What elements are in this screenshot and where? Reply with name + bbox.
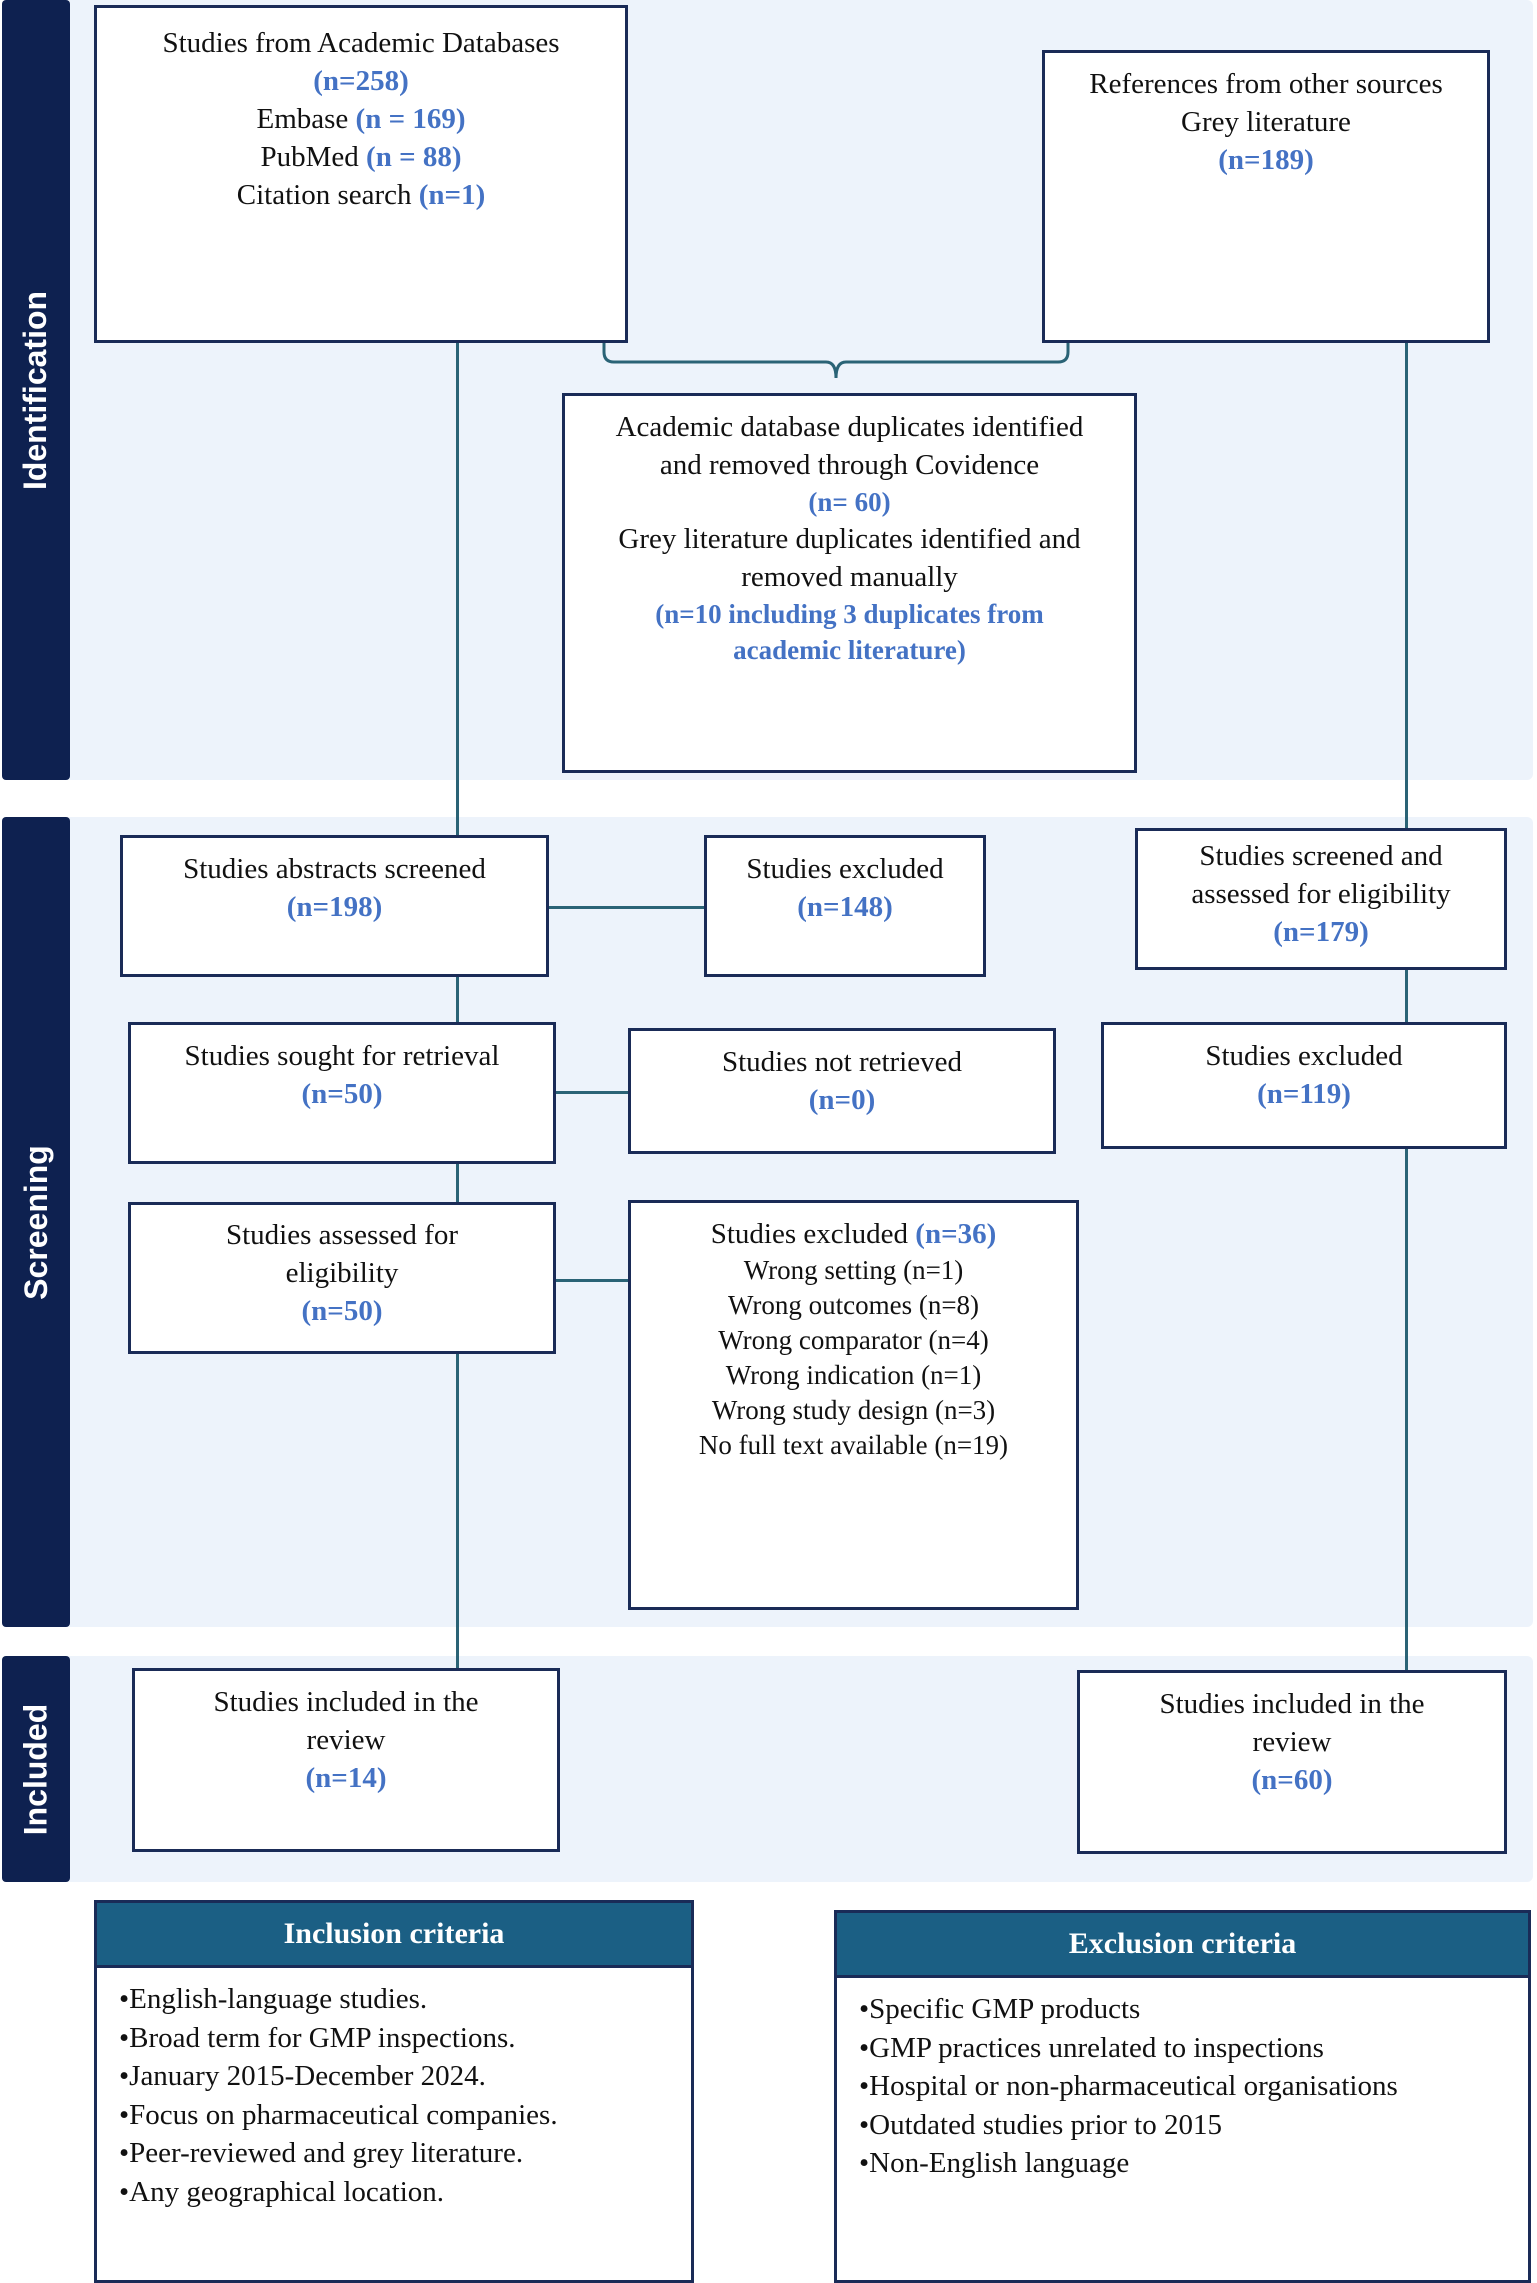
exclusion-criteria-panel: Exclusion criteria •Specific GMP product… (834, 1910, 1531, 2283)
inclusion-criteria-list: •English-language studies. •Broad term f… (97, 1968, 691, 2211)
studies-excluded-abstracts-label: Studies excluded (746, 853, 944, 885)
assessed-eligibility-line2: eligibility (285, 1257, 399, 1289)
included-academic-box: Studies included in the review (n=14) (132, 1668, 560, 1852)
pubmed-label: PubMed (260, 141, 359, 173)
exclusion-item: •Specific GMP products (859, 1993, 1141, 2025)
exclusion-criteria-list: •Specific GMP products •GMP practices un… (837, 1978, 1528, 2183)
exclusion-reason: Wrong setting (n=1) (743, 1255, 964, 1285)
identification-stage-tab: Identification (2, 0, 70, 780)
assessed-eligibility-box: Studies assessed for eligibility (n=50) (128, 1202, 556, 1354)
merge-brace (602, 342, 1070, 379)
assessed-eligibility-count: (n=50) (301, 1295, 383, 1327)
grey-screened-count: (n=179) (1273, 916, 1369, 948)
inclusion-item: •Broad term for GMP inspections. (119, 2021, 516, 2054)
exclusion-item: •Hospital or non-pharmaceutical organisa… (859, 2070, 1398, 2102)
grey-excluded-label: Studies excluded (1205, 1040, 1403, 1072)
exclusion-reason: No full text available (n=19) (698, 1430, 1009, 1460)
exclusion-item: •Outdated studies prior to 2015 (859, 2108, 1222, 2141)
duplicates-count2b: academic literature) (733, 635, 966, 665)
exclusion-item: •GMP practices unrelated to inspections (859, 2031, 1324, 2064)
screening-stage-tab: Screening (2, 817, 70, 1627)
included-academic-count: (n=14) (305, 1762, 387, 1794)
duplicates-line4: removed manually (741, 561, 958, 593)
inclusion-criteria-panel: Inclusion criteria •English-language stu… (94, 1900, 694, 2283)
exclusion-reason: Wrong comparator (n=4) (718, 1325, 989, 1355)
full-text-excluded-label: Studies excluded (710, 1218, 909, 1250)
inclusion-criteria-title: Inclusion criteria (97, 1903, 691, 1968)
exclusion-reason: Wrong outcomes (n=8) (727, 1290, 980, 1320)
embase-label: Embase (256, 103, 349, 135)
duplicates-box: Academic database duplicates identified … (562, 393, 1137, 773)
included-grey-box: Studies included in the review (n=60) (1077, 1670, 1507, 1854)
sought-retrieval-count: (n=50) (301, 1078, 383, 1110)
inclusion-item: •Any geographical location. (119, 2175, 445, 2208)
not-retrieved-count: (n=0) (808, 1084, 876, 1116)
grey-screened-box: Studies screened and assessed for eligib… (1135, 828, 1507, 970)
abstracts-to-excluded-connector (548, 906, 706, 909)
abstracts-screened-count: (n=198) (286, 891, 383, 923)
citation-count: (n=1) (418, 179, 486, 211)
screening-stage-label: Screening (17, 1144, 54, 1300)
duplicates-line2: and removed through Covidence (659, 449, 1040, 481)
embase-line: Embase (n = 169) (97, 100, 625, 138)
included-stage-label: Included (17, 1703, 54, 1835)
duplicates-count1: (n= 60) (808, 487, 891, 517)
included-academic-line2: review (306, 1724, 386, 1756)
grey-screened-line1: Studies screened and (1199, 840, 1443, 872)
pubmed-count: (n = 88) (366, 141, 462, 173)
assessed-to-excluded-connector (556, 1279, 630, 1282)
citation-line: Citation search (n=1) (97, 176, 625, 214)
academic-databases-total: (n=258) (313, 65, 409, 97)
exclusion-item: •Non-English language (859, 2147, 1130, 2179)
included-grey-line2: review (1252, 1726, 1332, 1758)
included-grey-count: (n=60) (1251, 1764, 1333, 1796)
abstracts-screened-label: Studies abstracts screened (183, 853, 486, 885)
citation-label: Citation search (236, 179, 412, 211)
inclusion-item: •Focus on pharmaceutical companies. (119, 2098, 558, 2131)
exclusion-reason: Wrong indication (n=1) (725, 1360, 982, 1390)
included-grey-line1: Studies included in the (1159, 1688, 1425, 1720)
right-main-connector (1405, 340, 1408, 1670)
academic-databases-box: Studies from Academic Databases (n=258) … (94, 5, 628, 343)
academic-databases-title: Studies from Academic Databases (162, 27, 560, 59)
pubmed-line: PubMed (n = 88) (97, 138, 625, 176)
left-main-connector (456, 340, 459, 1670)
inclusion-item: •English-language studies. (119, 1983, 428, 2015)
embase-count: (n = 169) (355, 103, 466, 135)
other-sources-box: References from other sources Grey liter… (1042, 50, 1490, 343)
studies-excluded-abstracts-count: (n=148) (797, 891, 893, 923)
duplicates-count2a: (n=10 including 3 duplicates from (655, 599, 1044, 629)
other-sources-line1: References from other sources (1089, 68, 1443, 100)
sought-to-not-retrieved-connector (556, 1091, 630, 1094)
included-academic-line1: Studies included in the (213, 1686, 479, 1718)
not-retrieved-label: Studies not retrieved (721, 1046, 962, 1078)
abstracts-screened-box: Studies abstracts screened (n=198) (120, 835, 549, 977)
duplicates-line3: Grey literature duplicates identified an… (618, 523, 1081, 555)
sought-retrieval-label: Studies sought for retrieval (184, 1040, 500, 1072)
exclusion-reason: Wrong study design (n=3) (711, 1395, 996, 1425)
duplicates-line1: Academic database duplicates identified (615, 411, 1084, 443)
not-retrieved-box: Studies not retrieved (n=0) (628, 1028, 1056, 1154)
inclusion-item: •Peer-reviewed and grey literature. (119, 2137, 524, 2169)
grey-excluded-box: Studies excluded (n=119) (1101, 1022, 1507, 1149)
full-text-excluded-heading: Studies excluded (n=36) (631, 1215, 1076, 1253)
inclusion-item: •January 2015-December 2024. (119, 2060, 486, 2092)
full-text-excluded-count: (n=36) (915, 1218, 997, 1250)
full-text-excluded-box: Studies excluded (n=36) Wrong setting (n… (628, 1200, 1079, 1610)
included-stage-tab: Included (2, 1656, 70, 1882)
studies-excluded-abstracts-box: Studies excluded (n=148) (704, 835, 986, 977)
exclusion-criteria-title: Exclusion criteria (837, 1913, 1528, 1978)
other-sources-line2: Grey literature (1181, 106, 1351, 138)
assessed-eligibility-line1: Studies assessed for (226, 1219, 458, 1251)
merge-brace-path (602, 342, 1070, 379)
grey-screened-line2: assessed for eligibility (1191, 878, 1451, 910)
grey-excluded-count: (n=119) (1257, 1078, 1351, 1110)
other-sources-count: (n=189) (1218, 144, 1314, 176)
sought-retrieval-box: Studies sought for retrieval (n=50) (128, 1022, 556, 1164)
